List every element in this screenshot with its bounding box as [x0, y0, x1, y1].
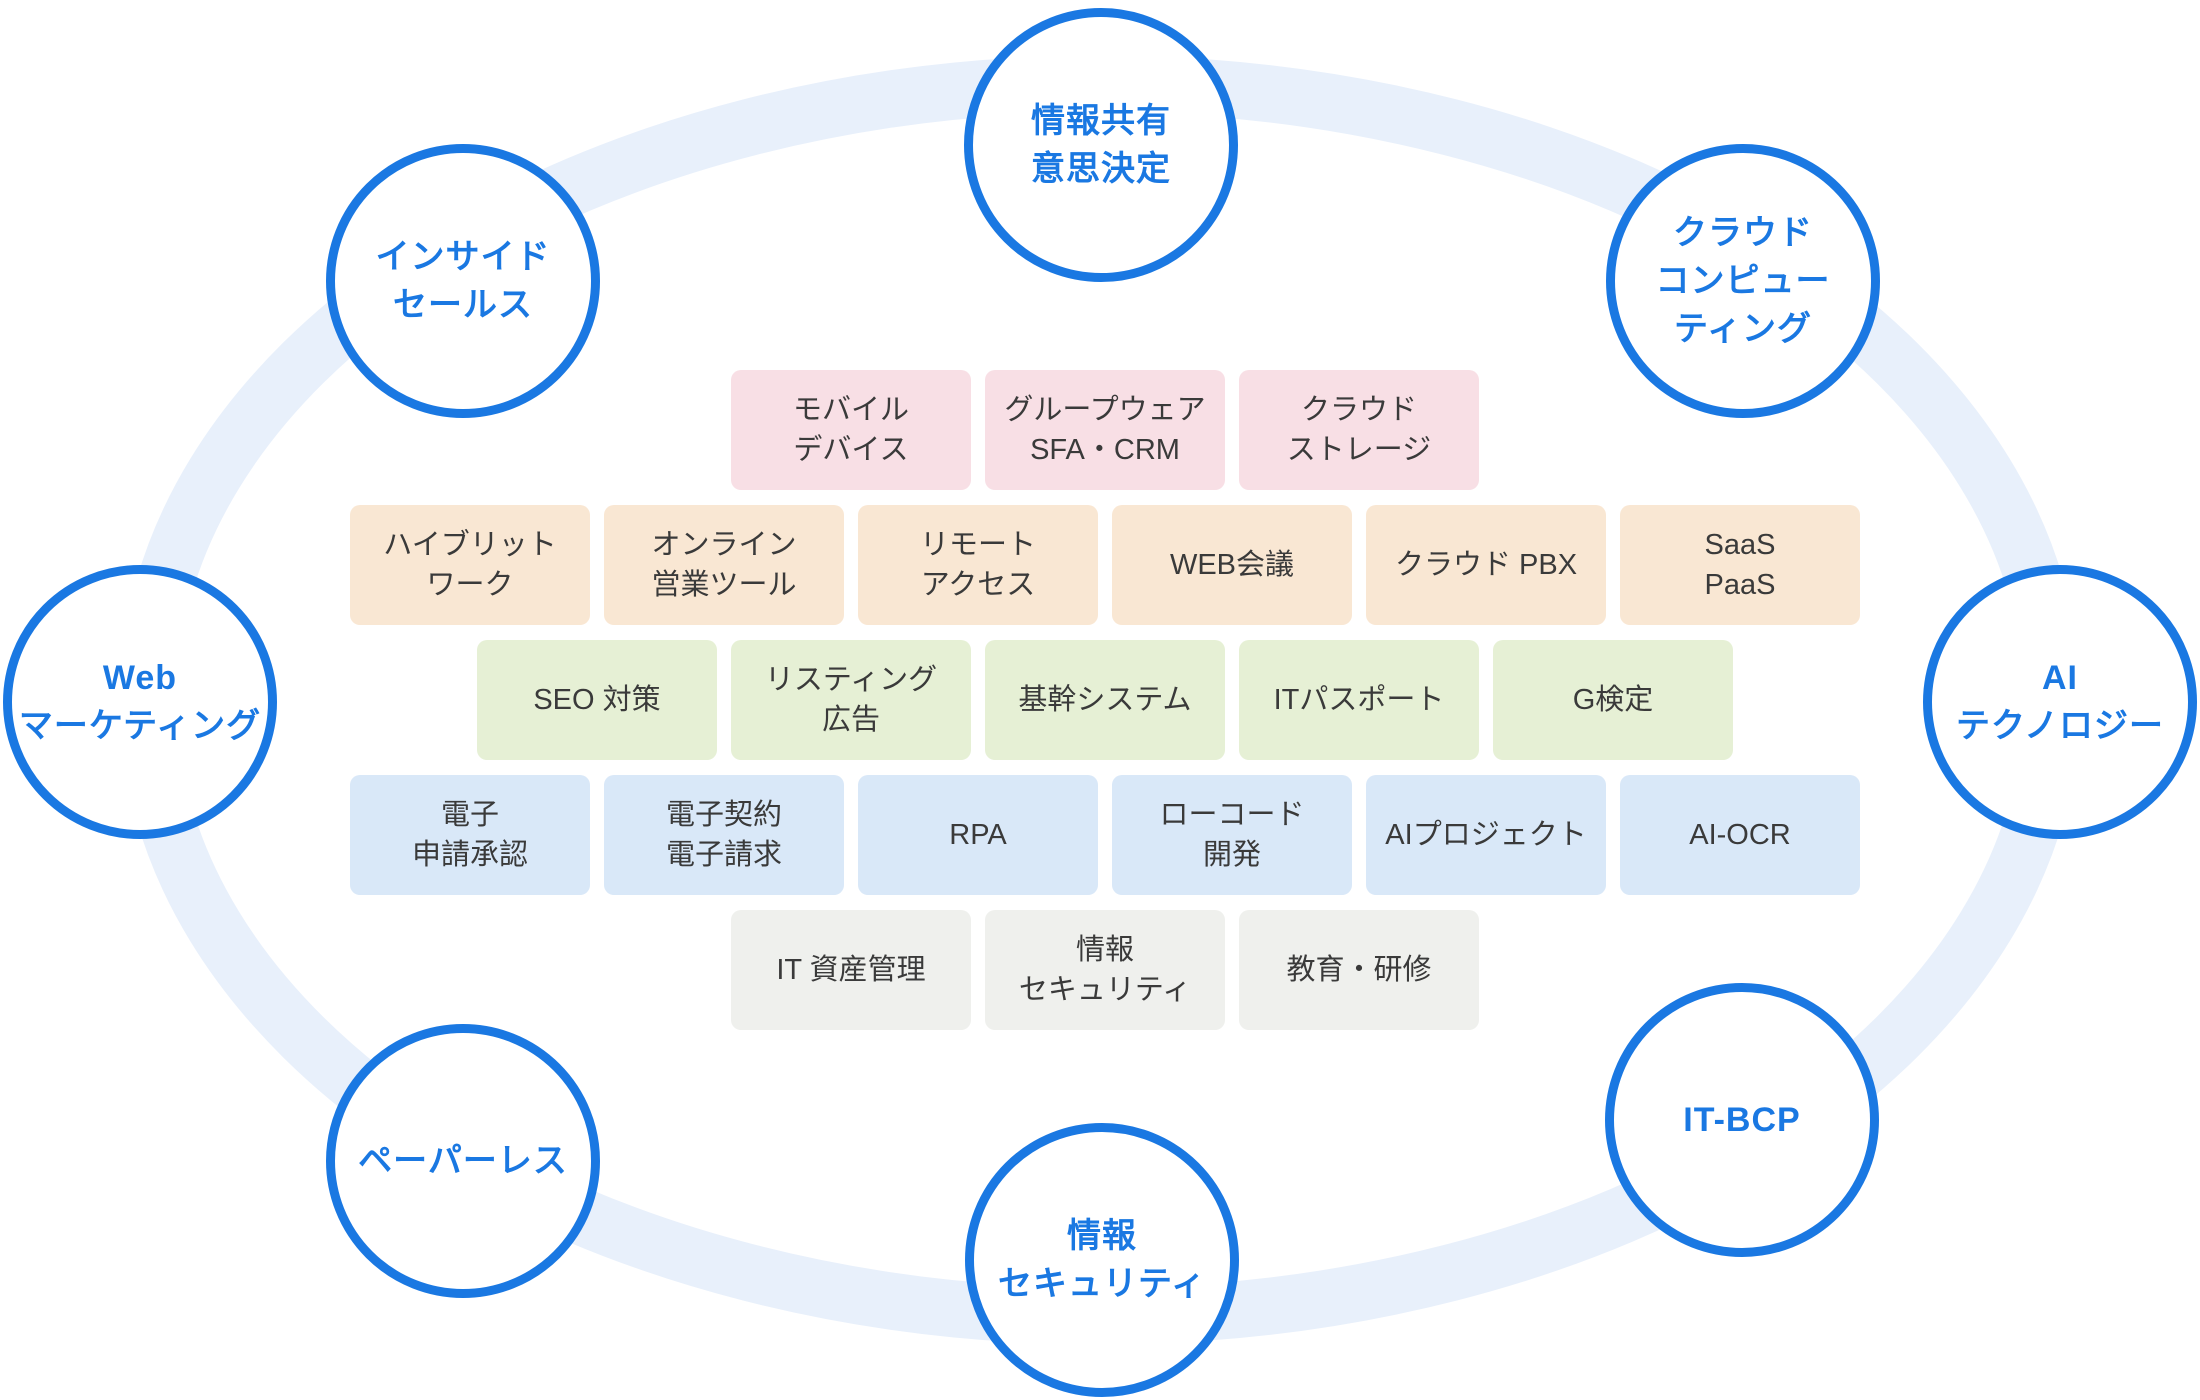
pill-label-line: 営業ツール: [651, 569, 797, 601]
pill-label-line: 開発: [1202, 839, 1261, 871]
pill-label-line: リモート: [919, 528, 1036, 561]
topic-label-line: クラウド: [1673, 213, 1813, 252]
pill-label-line: SaaS: [1704, 528, 1776, 561]
pill-label-line: ワーク: [426, 569, 514, 601]
pill-it-passport: ITパスポート: [1239, 640, 1479, 760]
pill-row-blue: 電子 申請承認 電子契約 電子請求 RPA ローコード 開発 AIプロジェクト …: [345, 775, 1865, 895]
pill-label-line: モバイル: [792, 393, 909, 426]
pill-hybrid-work: ハイブリット ワーク: [350, 505, 590, 625]
pill-remote-access: リモート アクセス: [858, 505, 1098, 625]
pill-label-line: ハイブリット: [383, 528, 557, 561]
topic-label-line: ティング: [1674, 310, 1812, 349]
pill-electronic-application-approval: 電子 申請承認: [350, 775, 590, 895]
pill-seo: SEO 対策: [477, 640, 717, 760]
topic-label-line: マーケティング: [18, 707, 262, 745]
topic-circle-it-bcp: IT-BCP: [1605, 983, 1879, 1257]
pill-label-line: 申請承認: [411, 839, 528, 871]
pill-cloud-storage: クラウド ストレージ: [1239, 370, 1479, 490]
pill-grid: モバイル デバイス グループウェア SFA・CRM クラウド ストレージ ハイブ…: [345, 370, 1865, 1030]
pill-label-line: リスティング: [764, 663, 938, 696]
topic-label-line: セキュリティ: [998, 1265, 1206, 1303]
pill-label-line: SEO 対策: [533, 683, 661, 716]
pill-g-certification: G検定: [1493, 640, 1733, 760]
pill-cloud-pbx: クラウド PBX: [1366, 505, 1606, 625]
topic-circle-ai-technology: AI テクノロジー: [1923, 565, 2197, 839]
topic-circle-cloud-computing: クラウド コンピュー ティング: [1606, 144, 1880, 418]
topic-circle-web-marketing: Web マーケティング: [3, 565, 277, 839]
pill-label-line: 電子請求: [665, 839, 782, 871]
pill-label-line: ストレージ: [1286, 434, 1432, 466]
pill-label-line: 情報: [1075, 933, 1134, 966]
pill-electronic-contract-invoice: 電子契約 電子請求: [604, 775, 844, 895]
topic-label-line: テクノロジー: [1956, 707, 2164, 745]
pill-label-line: 教育・研修: [1286, 953, 1432, 986]
pill-saas-paas: SaaS PaaS: [1620, 505, 1860, 625]
pill-label-line: SFA・CRM: [1030, 434, 1180, 466]
pill-listing-ads: リスティング 広告: [731, 640, 971, 760]
topic-label-line: 情報: [1067, 1216, 1137, 1255]
pill-ai-project: AIプロジェクト: [1366, 775, 1606, 895]
topic-label-line: Web: [102, 658, 178, 697]
pill-web-meeting: WEB会議: [1112, 505, 1352, 625]
pill-it-asset-management: IT 資産管理: [731, 910, 971, 1030]
pill-label-line: AI-OCR: [1689, 818, 1791, 851]
topic-label-line: セールス: [393, 286, 533, 324]
pill-label-line: セキュリティ: [1018, 974, 1192, 1006]
pill-label-line: クラウド PBX: [1394, 548, 1578, 581]
topic-label-line: 情報共有: [1031, 101, 1171, 140]
pill-label-line: RPA: [949, 818, 1007, 851]
pill-row-gray: IT 資産管理 情報 セキュリティ 教育・研修: [345, 910, 1865, 1030]
pill-row-peach: ハイブリット ワーク オンライン 営業ツール リモート アクセス WEB会議 ク…: [345, 505, 1865, 625]
topic-circle-inside-sales: インサイド セールス: [326, 144, 600, 418]
pill-education-training: 教育・研修: [1239, 910, 1479, 1030]
pill-label-line: クラウド: [1300, 393, 1417, 426]
topic-circle-information-security: 情報 セキュリティ: [965, 1123, 1239, 1397]
pill-label-line: オンライン: [651, 528, 797, 561]
pill-label-line: 基幹システム: [1018, 683, 1192, 716]
pill-mobile-device: モバイル デバイス: [731, 370, 971, 490]
topic-label-line: インサイド: [375, 237, 551, 276]
pill-low-code-development: ローコード 開発: [1112, 775, 1352, 895]
topic-label-line: ペーパーレス: [358, 1141, 568, 1180]
topic-label-line: 意思決定: [1031, 150, 1171, 188]
pill-label-line: AIプロジェクト: [1385, 818, 1587, 851]
pill-ai-ocr: AI-OCR: [1620, 775, 1860, 895]
topic-label-line: コンピュー: [1655, 261, 1831, 300]
pill-label-line: ローコード: [1159, 798, 1305, 831]
pill-information-security: 情報 セキュリティ: [985, 910, 1225, 1030]
pill-label-line: G検定: [1572, 683, 1654, 716]
topic-label-line: IT-BCP: [1683, 1100, 1801, 1139]
pill-row-green: SEO 対策 リスティング 広告 基幹システム ITパスポート G検定: [345, 640, 1865, 760]
pill-label-line: 広告: [821, 704, 880, 736]
pill-label-line: 電子契約: [665, 798, 782, 831]
pill-label-line: 電子: [440, 798, 499, 831]
pill-rpa: RPA: [858, 775, 1098, 895]
topic-circle-information-sharing-decision-making: 情報共有 意思決定: [964, 8, 1238, 282]
pill-label-line: WEB会議: [1169, 548, 1295, 581]
pill-row-pink: モバイル デバイス グループウェア SFA・CRM クラウド ストレージ: [345, 370, 1865, 490]
pill-core-system: 基幹システム: [985, 640, 1225, 760]
pill-online-sales-tools: オンライン 営業ツール: [604, 505, 844, 625]
topic-label-line: AI: [2042, 658, 2078, 697]
topic-circle-paperless: ペーパーレス: [326, 1024, 600, 1298]
pill-label-line: PaaS: [1704, 569, 1776, 601]
pill-groupware-sfa-crm: グループウェア SFA・CRM: [985, 370, 1225, 490]
pill-label-line: グループウェア: [1004, 393, 1206, 426]
pill-label-line: IT 資産管理: [776, 953, 926, 986]
pill-label-line: アクセス: [920, 569, 1036, 601]
pill-label-line: ITパスポート: [1273, 683, 1445, 716]
pill-label-line: デバイス: [793, 434, 909, 466]
